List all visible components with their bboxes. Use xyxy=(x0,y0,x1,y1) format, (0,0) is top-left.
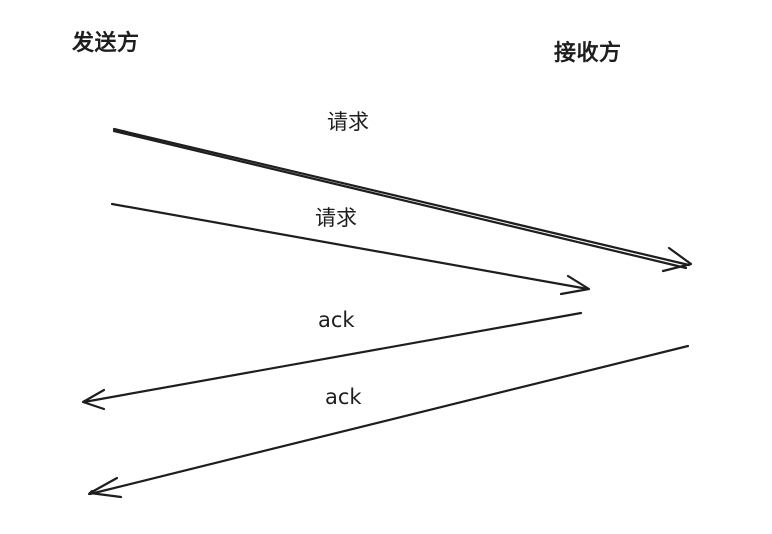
ack-label: ack xyxy=(325,385,362,409)
ack-arrow-1 xyxy=(81,311,583,411)
request-label: 请求 xyxy=(315,206,357,230)
request-label: 请求 xyxy=(327,110,369,134)
sender-label: 发送方 xyxy=(72,31,140,56)
request-arrow-2 xyxy=(110,202,591,296)
request-arrow-1 xyxy=(112,127,693,273)
receiver-label: 接收方 xyxy=(554,41,622,66)
ack-arrow-2 xyxy=(87,344,690,499)
ack-label: ack xyxy=(318,308,355,332)
